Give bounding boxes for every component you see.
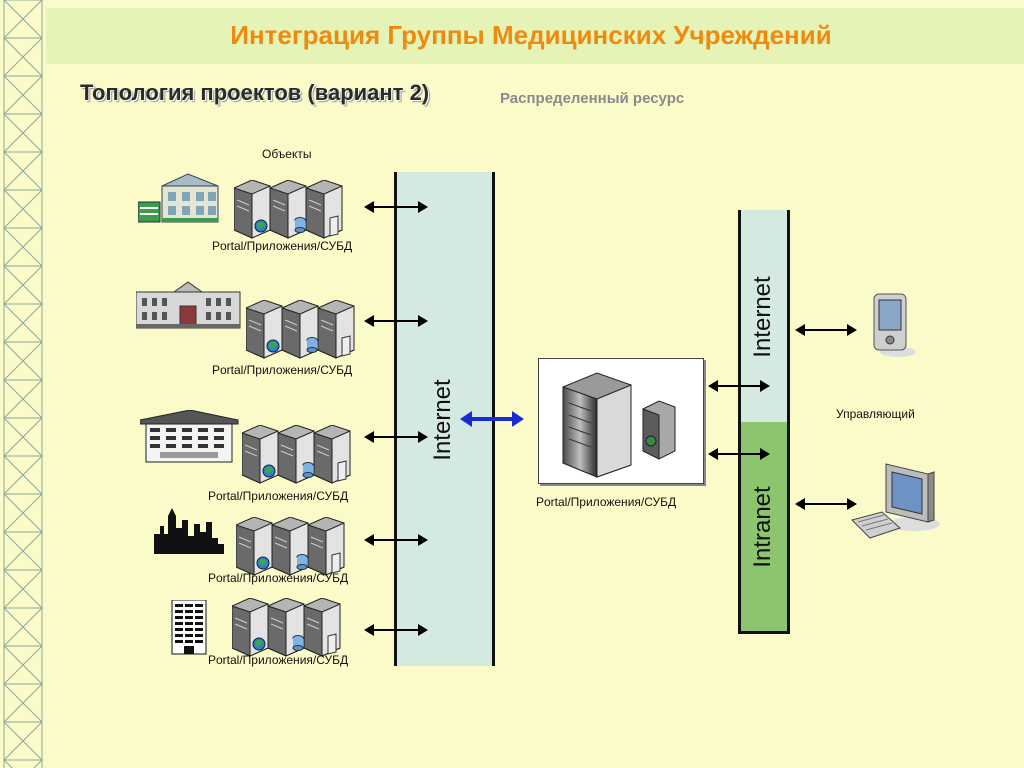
- resource-label: Распределенный ресурс: [500, 90, 685, 107]
- rack-server-icon: [562, 372, 676, 478]
- central-server-panel: [538, 358, 704, 484]
- header-band: [46, 8, 1024, 64]
- pda-icon: [873, 293, 916, 357]
- site-caption: Portal/Приложения/СУБД: [208, 571, 349, 585]
- central-link-arrow: [460, 411, 524, 427]
- server-stack-icon: [245, 299, 358, 367]
- house-icon: [137, 172, 224, 233]
- server-stack-icon: [235, 516, 348, 584]
- server-stack-icon: [233, 179, 346, 247]
- intranet-label-right: Intranet: [749, 486, 776, 568]
- lattice-decoration: [3, 0, 43, 768]
- page-title: Интеграция Группы Медицинских Учреждений: [230, 20, 832, 50]
- site-caption: Portal/Приложения/СУБД: [212, 363, 353, 377]
- tower-block-icon: [170, 599, 210, 661]
- central-server-caption: Portal/Приложения/СУБД: [536, 495, 677, 509]
- server-stack-icon: [241, 424, 354, 492]
- office-building-icon: [139, 409, 240, 469]
- server-stack-icon: [231, 597, 344, 665]
- panel-internet-arrow: [708, 380, 770, 392]
- site-caption: Portal/Приложения/СУБД: [208, 653, 349, 667]
- palace-icon: [135, 280, 242, 335]
- objects-label: Объекты: [262, 147, 312, 161]
- workstation-link-arrow: [795, 498, 857, 510]
- page-subtitle: Топология проектов (вариант 2): [80, 80, 430, 105]
- pda-link-arrow: [795, 324, 857, 336]
- site-link-arrow: [362, 621, 430, 644]
- internet-label-right: Internet: [749, 276, 776, 358]
- site-link-arrow: [362, 198, 430, 221]
- site-link-arrow: [362, 428, 430, 451]
- manager-label: Управляющий: [836, 407, 915, 421]
- panel-intranet-arrow: [708, 448, 770, 460]
- site-link-arrow: [362, 312, 430, 335]
- site-caption: Portal/Приложения/СУБД: [208, 489, 349, 503]
- workstation-icon: [851, 463, 940, 539]
- internet-label-left: Internet: [429, 379, 456, 461]
- site-link-arrow: [362, 531, 430, 554]
- city-skyline-icon: [154, 508, 224, 559]
- site-caption: Portal/Приложения/СУБД: [212, 239, 353, 253]
